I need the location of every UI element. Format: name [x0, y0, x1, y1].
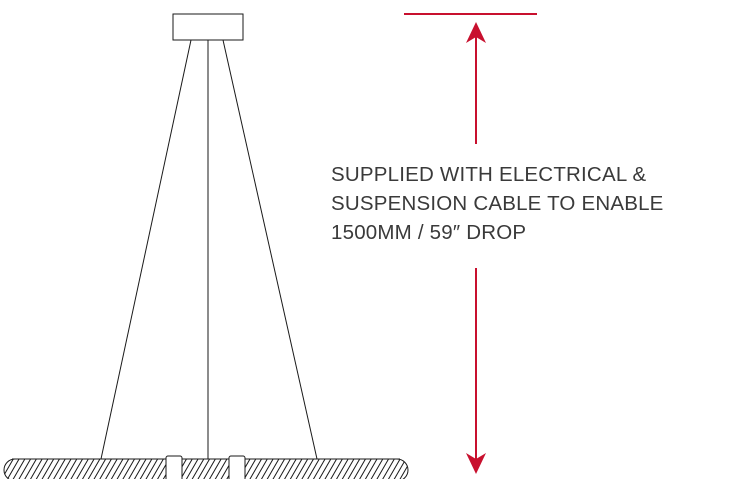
- caption-line-3: 1500MM / 59″ DROP: [331, 221, 527, 244]
- suspension-cable-right: [222, 39, 318, 460]
- arrow-down-icon: [466, 453, 486, 474]
- ceiling-canopy: [172, 13, 244, 41]
- ring-connector-right: [228, 455, 246, 479]
- light-ring-body: [3, 458, 409, 479]
- caption-line-1: SUPPLIED WITH ELECTRICAL &: [331, 163, 647, 186]
- drop-caption: SUPPLIED WITH ELECTRICAL & SUSPENSION CA…: [331, 160, 731, 247]
- arrow-up-icon: [466, 22, 486, 43]
- caption-line-2: SUSPENSION CABLE TO ENABLE: [331, 192, 664, 215]
- suspension-cable-left: [100, 39, 192, 460]
- light-ring: [3, 455, 409, 479]
- ring-connector-left: [165, 455, 183, 479]
- drop-dimension: [404, 13, 537, 474]
